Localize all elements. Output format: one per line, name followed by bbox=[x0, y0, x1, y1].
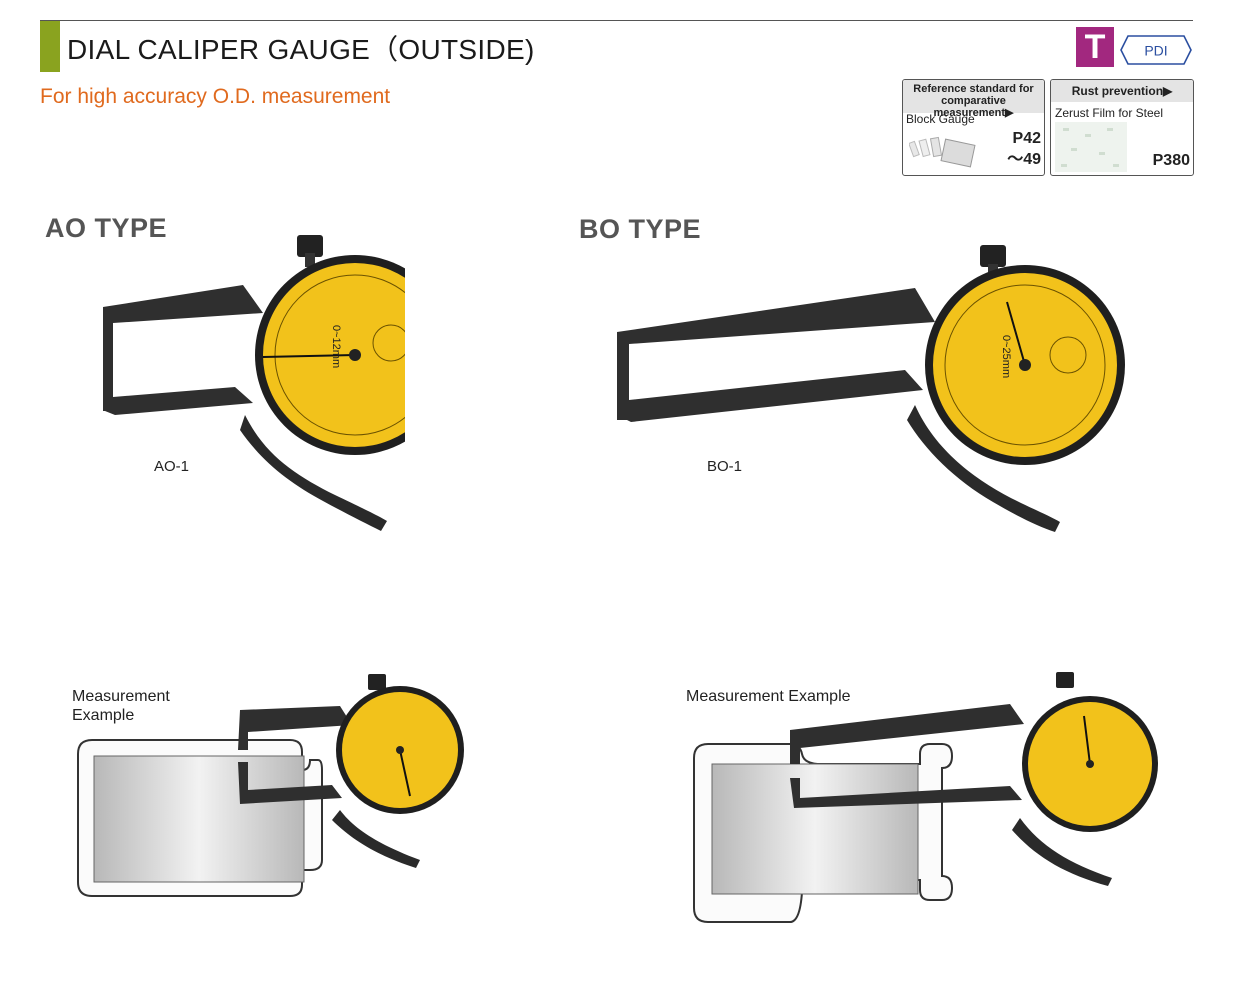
reference-heading-line1: Reference standard for bbox=[913, 83, 1034, 95]
measurement-example-line1: Measurement bbox=[72, 688, 170, 705]
ao-caliper-image: 0~12mm bbox=[103, 235, 405, 531]
zerust-film-image bbox=[1055, 122, 1127, 172]
top-rule bbox=[40, 20, 1193, 21]
page-subtitle: For high accuracy O.D. measurement bbox=[40, 85, 391, 108]
ao-model-label: AO-1 bbox=[154, 458, 190, 475]
bo-type-heading: BO TYPE bbox=[579, 214, 702, 244]
measurement-example-label: Measurement Example bbox=[686, 688, 851, 705]
reference-item: Zerust Film for Steel bbox=[1055, 106, 1164, 120]
category-badge-t: T bbox=[1076, 27, 1114, 67]
bo-model-label: BO-1 bbox=[707, 458, 743, 475]
pdi-badge: PDI bbox=[1120, 35, 1192, 65]
reference-page-line1: P42 bbox=[1012, 130, 1041, 147]
svg-text:0~12mm: 0~12mm bbox=[330, 325, 342, 368]
ao-type-heading: AO TYPE bbox=[45, 213, 168, 243]
pdi-badge-label: PDI bbox=[1144, 43, 1167, 59]
measurement-example-bo-image bbox=[693, 672, 1158, 923]
bo-caliper-image: 0~25mm bbox=[617, 245, 1125, 532]
reference-heading-line2: comparative measurement▶ bbox=[933, 95, 1014, 119]
measurement-example-line2: Example bbox=[72, 707, 135, 724]
page-title: DIAL CALIPER GAUGE（OUTSIDE) bbox=[67, 34, 535, 65]
reference-heading: Rust prevention▶ bbox=[1051, 80, 1193, 102]
reference-page: P380 bbox=[1152, 152, 1190, 169]
reference-zerust-film[interactable]: Rust prevention▶ Zerust Film for Steel P… bbox=[1050, 79, 1194, 176]
reference-block-gauge[interactable]: Reference standard for comparative measu… bbox=[902, 79, 1045, 176]
reference-item: Block Gauge bbox=[906, 112, 975, 126]
measurement-example-ao-image bbox=[77, 674, 464, 897]
reference-heading: Reference standard for comparative measu… bbox=[903, 80, 1044, 119]
reference-page-line2: ～49 bbox=[1007, 151, 1041, 168]
reference-page: P42 ～49 bbox=[1007, 128, 1041, 170]
measurement-example-label: Measurement Example bbox=[72, 687, 170, 725]
title-accent-bar bbox=[40, 21, 60, 72]
block-gauge-image bbox=[909, 136, 976, 168]
svg-text:0~25mm: 0~25mm bbox=[1000, 335, 1012, 378]
